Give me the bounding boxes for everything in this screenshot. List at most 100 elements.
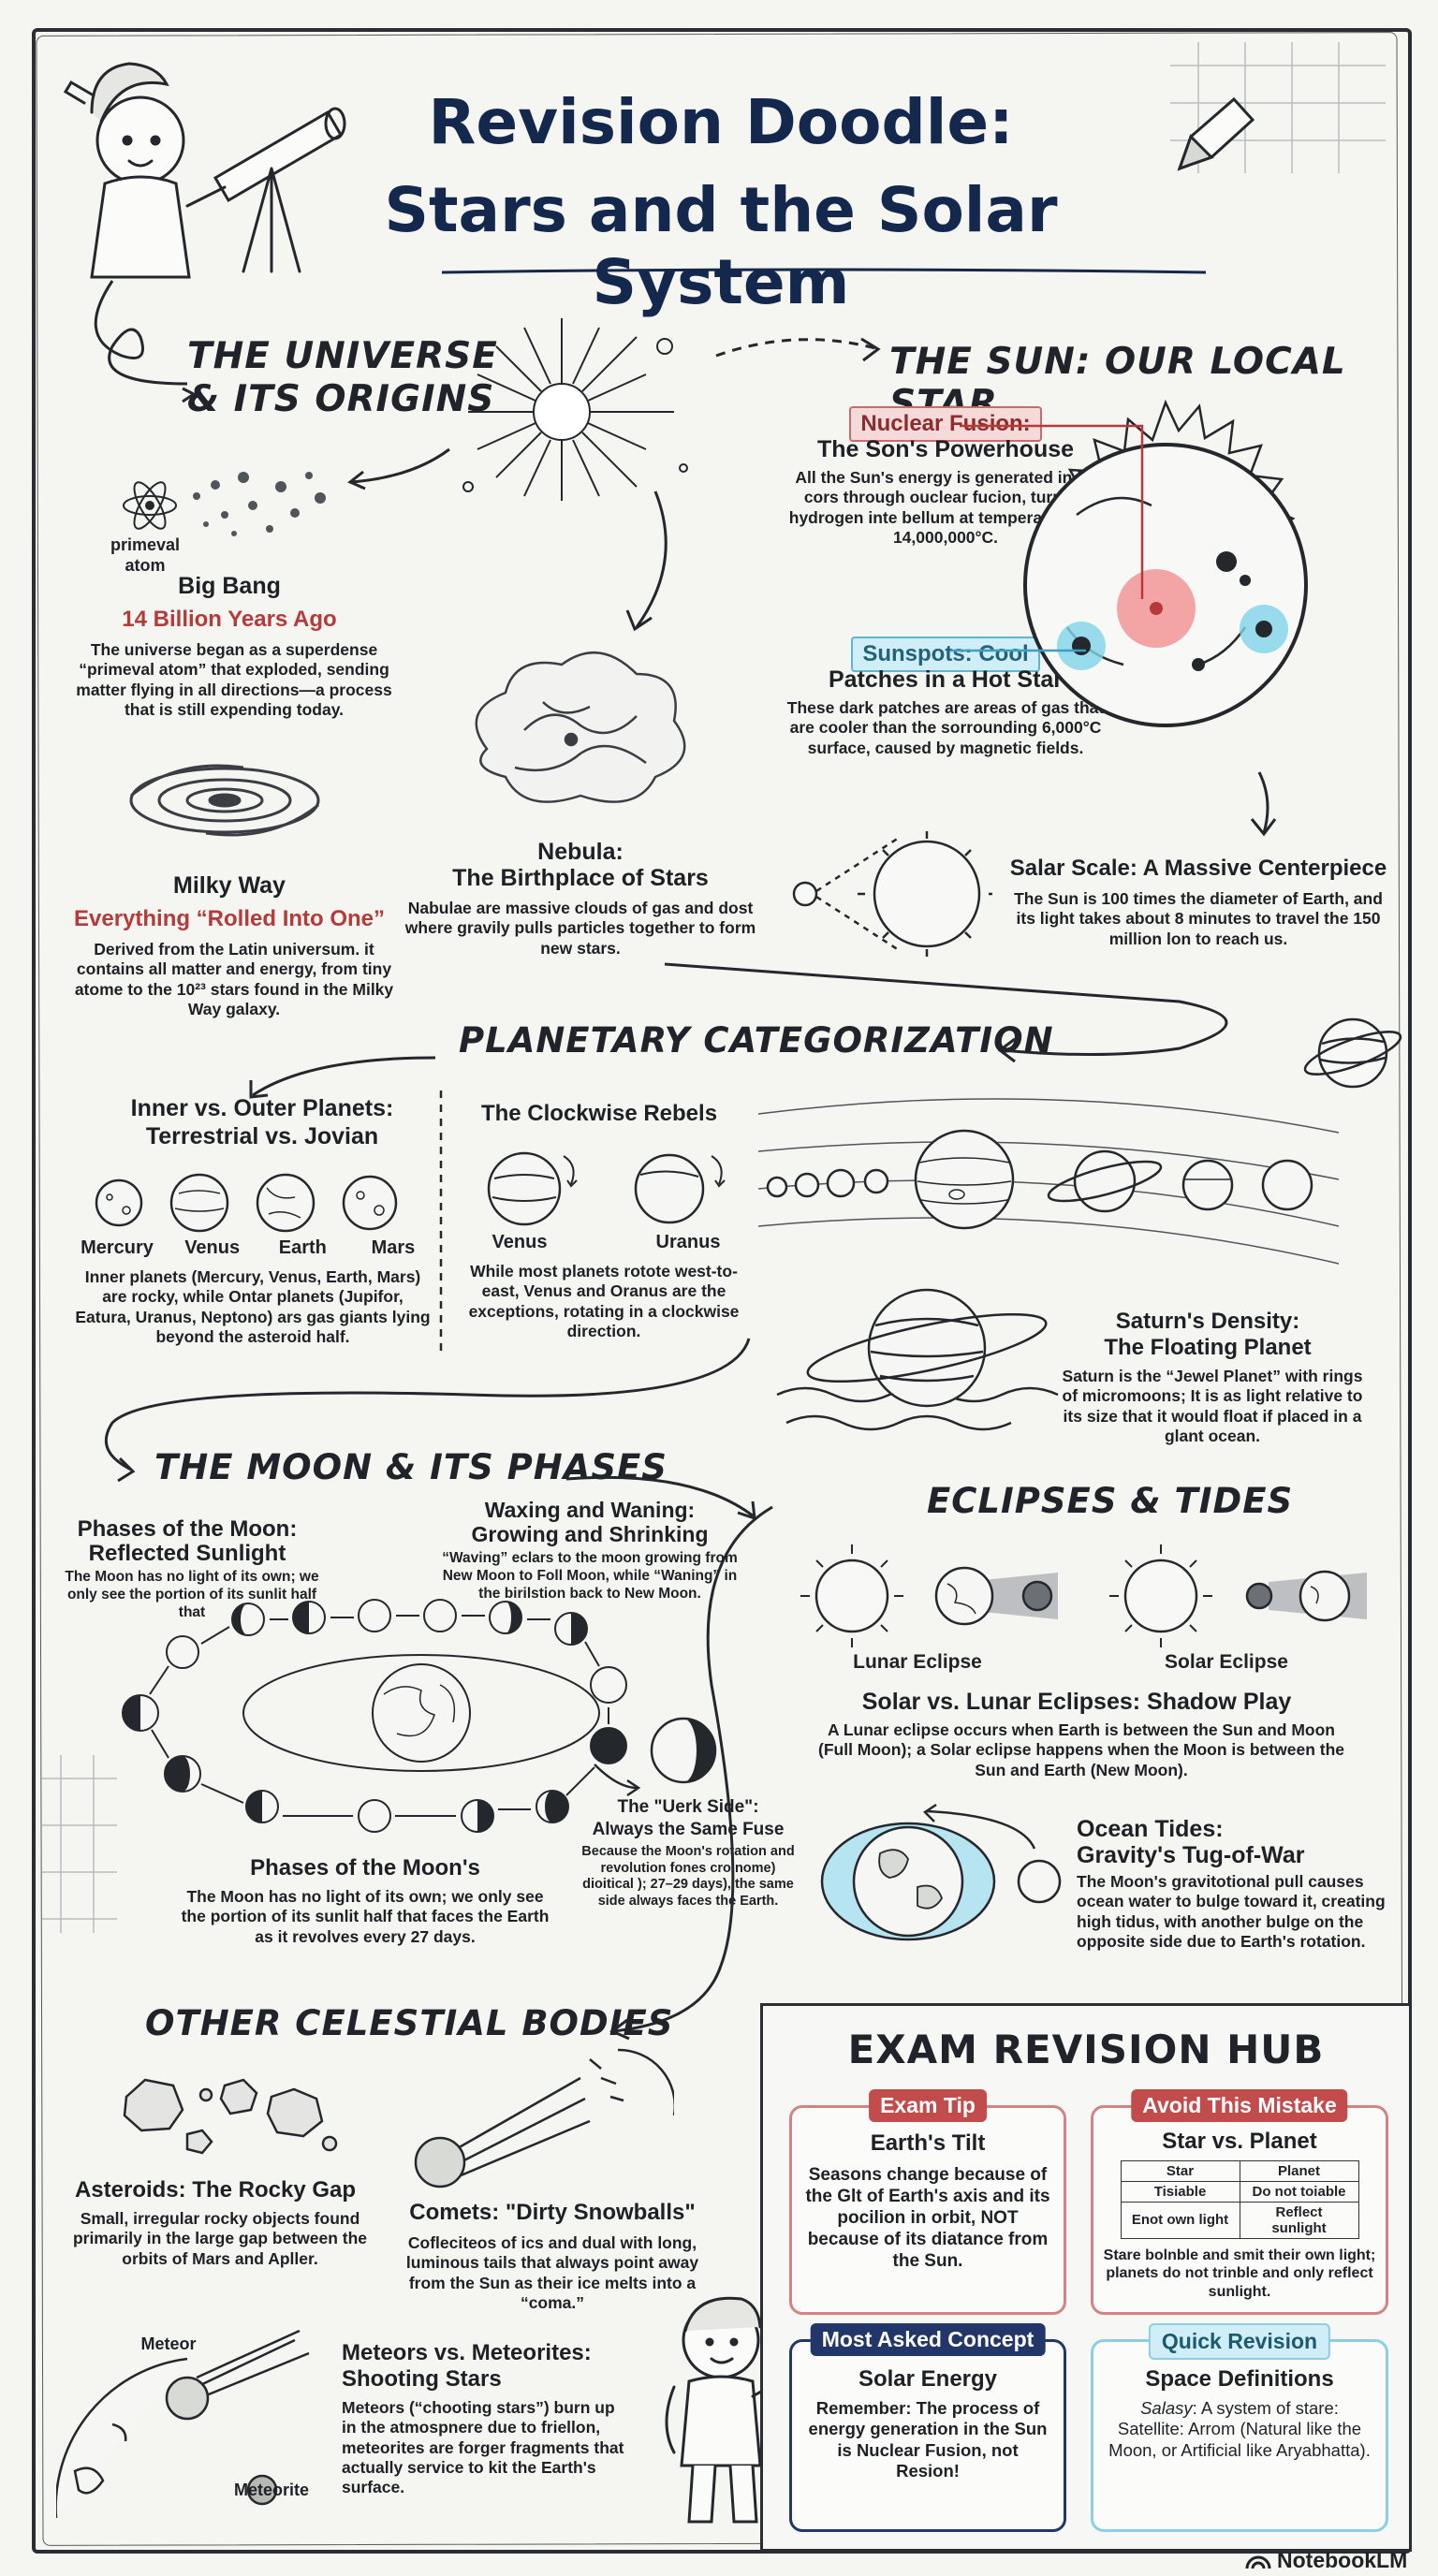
clockwise-planets-icon [487,1151,726,1226]
page-border [32,28,1412,2554]
fusion-title: The Son's Powerhouse [816,436,1075,462]
bodies-heading: OTHER CELESTIAL BODIES [145,2003,674,2043]
ocean-tides-earth-icon [820,1803,1062,1941]
nebula-text: Nabulae are massive clouds of gas and do… [404,899,756,958]
bigbang-title: Big Bang [178,573,281,599]
meteorite-label: Meteorite [233,2481,309,2499]
arrow-to-planets [664,962,1228,1063]
dashed-arrow-to-sun [715,337,881,362]
exam-tip-text: Seasons change because of the Glt of Ear… [805,2164,1050,2272]
grid-doodle-top [1170,42,1386,173]
fusion-tag: Nuclear Fusion: [849,406,1042,442]
boy-telescope-icon [63,62,346,279]
arrow-to-moon [104,1338,751,1483]
table-cell: Do not toiable [1239,2180,1359,2203]
spiral-arrow-icon [94,280,197,402]
arrow-to-nebula [625,490,668,632]
asteroids-text: Small, irregular rocky objects found pri… [72,2209,368,2268]
meteors-text: Meteors (“chooting stars”) burn up in th… [342,2398,624,2497]
eclipses-heading: ECLIPSES & TIDES [927,1481,1294,1521]
planets-heading: PLANETARY CATEGORIZATION [459,1020,1054,1061]
meteors-title-line2: Shooting Stars [342,2366,502,2392]
universe-heading-line2: & ITS ORIGINS [187,378,495,420]
arrow-to-dark-side [594,1764,641,1797]
rebels-label-venus: Venus [492,1232,548,1252]
fusion-pointer-line [960,424,1144,599]
milkyway-subtitle: Everything “Rolled Into One” [73,906,386,931]
title-underline [441,268,1207,274]
quick-revision-title: Space Definitions [1145,2366,1334,2392]
tides-title-line1: Ocean Tides: [1077,1816,1224,1842]
arrow-to-bigbang [347,447,450,490]
table-cell: Star [1120,2159,1240,2182]
big-bang-explosion-icon [462,318,688,501]
eclipse-diagrams-icon [800,1544,1367,1647]
exam-tip-label: Exam Tip [869,2089,987,2122]
hub-heading: EXAM REVISION HUB [847,2027,1325,2072]
nebula-title-line2: The Birthplace of Stars [452,865,709,891]
sunspots-title: Patches in a Hot Star [828,666,1064,693]
asteroids-title: Asteroids: The Rocky Gap [74,2177,357,2203]
avoid-mistake-title: Star vs. Planet [1162,2129,1317,2154]
solar-eclipse-label: Solar Eclipse [1165,1651,1288,1673]
arrow-to-scale [1250,771,1277,837]
avoid-mistake-text: Stare bolnble and smit their own light; … [1103,2247,1376,2300]
quick-revision-text: : A system of stare: Satellite: Arrom (N… [1108,2397,1371,2460]
grid-doodle-left [42,1755,117,1933]
sunspot-pointer-line [950,649,1086,652]
most-asked-card: Most Asked Concept Solar Energy Remember… [789,2323,1066,2532]
primeval-atom-label-line2: atom [125,555,166,575]
moon-phases-cycle-icon [122,1599,627,1833]
avoid-mistake-label: Avoid This Mistake [1131,2089,1348,2122]
rebels-text: While most planets rotote west-to-east, … [468,1262,740,1341]
meteors-title-line1: Meteors vs. Meteorites: [342,2340,592,2365]
dark-title-line1: The "Uerk Side": [617,1797,759,1817]
exam-revision-hub: EXAM REVISION HUB Exam Tip Earth's Tilt … [760,2003,1412,2552]
primeval-atom-label-line1: primeval [110,535,181,554]
dark-side-moon-icon [650,1717,717,1784]
sun-earth-scale-icon [792,831,992,957]
saturn-title-line1: Saturn's Density: [1115,1309,1300,1334]
solar-system-orbits-icon [757,1098,1340,1265]
nebula-cloud-icon [475,651,686,803]
phases-text: The Moon has no light of its own; we onl… [65,1569,319,1620]
most-asked-text: Remember: The process of energy generati… [808,2397,1048,2481]
inner-title-line1: Inner vs. Outer Planets: [130,1095,394,1121]
star-planet-table: Star Planet Tisiable Do not toiable Enot… [1120,2159,1359,2239]
comets-text: Cofleciteos of ics and dual with long, l… [405,2233,699,2313]
moon-bottom-text: The Moon has no light of its own; we onl… [181,1887,550,1946]
bigbang-subtitle: 14 Billion Years Ago [122,607,337,632]
page-title-line2: Stars and the Solar System [384,174,1058,318]
table-row: Enot own light Reflect sunlight [1120,2201,1359,2239]
lunar-eclipse-label: Lunar Eclipse [853,1651,982,1673]
tides-text: The Moon's gravitotional pull causes oce… [1077,1872,1386,1952]
exam-tip-card: Exam Tip Earth's Tilt Seasons change bec… [789,2089,1066,2315]
fusion-text: All the Sun's energy is generated in its… [788,468,1103,548]
dark-title-line2: Always the Same Fuse [592,1820,785,1839]
planet-label-mars: Mars [371,1237,416,1258]
saturn-floating-icon [776,1288,1059,1431]
meteor-earth-icon [56,2329,310,2518]
boy-pointing-icon [665,2296,798,2524]
table-row: Star Planet [1120,2159,1359,2182]
exam-tip-title: Earth's Tilt [870,2130,986,2156]
most-asked-label: Most Asked Concept [810,2323,1046,2356]
comet-sun-icon [414,2048,674,2188]
inner-title-line2: Terrestrial vs. Jovian [145,1123,379,1149]
inner-planets-icon [95,1173,398,1233]
rebels-title: The Clockwise Rebels [480,1101,718,1126]
quick-revision-term: Salasy [1140,2397,1193,2418]
pencil-icon [1177,96,1255,171]
table-cell: Tisiable [1120,2180,1240,2203]
waxing-title-line1: Waxing and Waning: [484,1498,696,1522]
sunspots-text: These dark patches are areas of gas that… [786,698,1105,757]
quick-revision-card: Quick Revision Space Definitions Salasy:… [1091,2323,1388,2532]
most-asked-title: Solar Energy [858,2366,998,2392]
brand-footer: NotebookLM [1245,2548,1407,2573]
planet-label-mercury: Mercury [81,1237,154,1258]
avoid-mistake-card: Avoid This Mistake Star vs. Planet Star … [1091,2089,1388,2315]
moon-bottom-title: Phases of the Moon's [250,1855,480,1881]
table-cell: Planet [1239,2159,1359,2182]
notebooklm-logo-icon [1245,2555,1271,2569]
scale-title: Salar Scale: A Massive Centerpiece [1009,856,1387,881]
